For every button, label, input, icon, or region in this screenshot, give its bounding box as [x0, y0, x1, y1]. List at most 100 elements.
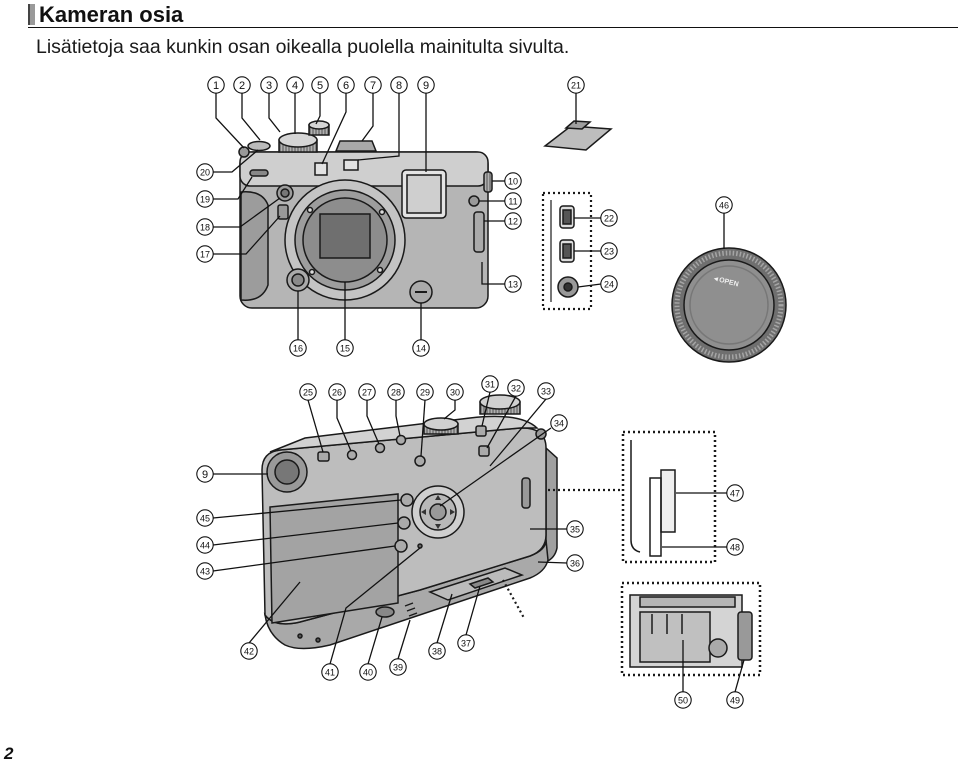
callout-number: 28 — [391, 387, 401, 397]
callout-circle — [446, 383, 464, 401]
callout-33: 33 — [489, 382, 555, 467]
leader-line-43 — [212, 545, 396, 572]
leader-line-44 — [212, 522, 399, 546]
leader-line-37 — [465, 585, 481, 636]
callout-number: 35 — [570, 524, 580, 534]
callout-number: 11 — [508, 196, 517, 206]
callout-number: 2 — [239, 80, 245, 92]
callout-34: 34 — [439, 414, 568, 507]
callout-7: 7 — [361, 76, 382, 142]
callout-19: 19 — [196, 176, 253, 208]
callout-50: 50 — [674, 640, 692, 709]
right-strap-lug — [468, 195, 480, 207]
callout-circle — [311, 76, 329, 94]
usb-connector-inner — [562, 243, 572, 259]
callout-circle — [260, 76, 278, 94]
callout-circle — [286, 76, 304, 94]
callout-number: 9 — [202, 469, 208, 481]
back-right-button-2 — [478, 445, 490, 457]
speaker-hole-3 — [408, 612, 418, 617]
back-right-button-1 — [475, 425, 487, 437]
callout-number: 34 — [554, 418, 564, 428]
page-number: 2 — [4, 744, 14, 763]
callout-27: 27 — [358, 383, 380, 445]
leader-line-40 — [367, 616, 383, 665]
selector-down-mark — [435, 524, 441, 529]
front-sensor-window-b — [343, 159, 359, 171]
mount-screw-4 — [376, 266, 384, 274]
callout-circle — [321, 663, 339, 681]
page-title: Kameran osia — [39, 2, 184, 27]
callout-number: 31 — [485, 379, 495, 389]
leader-line-7 — [361, 93, 374, 142]
battery-latch — [737, 611, 753, 661]
callout-48: 48 — [662, 538, 744, 556]
callout-circle — [337, 76, 355, 94]
callout-number: 37 — [461, 638, 471, 648]
callout-number: 4 — [292, 80, 298, 92]
callout-number: 6 — [343, 80, 349, 92]
leader-line-42 — [248, 581, 301, 644]
memory-card-door-slot — [521, 477, 531, 509]
callout-31: 31 — [481, 375, 499, 427]
leader-line-1 — [215, 93, 245, 149]
callout-circle — [389, 658, 407, 676]
back-top-button-2 — [374, 442, 386, 454]
callout-circle — [550, 414, 568, 432]
callout-circle — [233, 76, 251, 94]
leader-line-39 — [397, 619, 411, 660]
callout-number: 3 — [266, 80, 272, 92]
leader-line-30 — [443, 400, 456, 420]
callout-number: 9 — [423, 80, 429, 92]
leader-line-36 — [537, 561, 568, 564]
callout-9-front: 9 — [417, 76, 435, 172]
callout-number: 20 — [200, 167, 210, 177]
callout-42: 42 — [240, 581, 301, 660]
leader-line-20 — [213, 149, 259, 173]
callout-number: 23 — [604, 246, 614, 256]
camera-top-plate — [239, 151, 489, 187]
leader-line-26 — [336, 400, 352, 452]
body-cap-ring — [689, 265, 769, 345]
leader-line-49 — [734, 659, 745, 693]
callout-40: 40 — [359, 616, 383, 681]
callout-47: 47 — [676, 484, 744, 502]
lens-release-button-center — [291, 273, 305, 287]
callout-circle — [207, 76, 225, 94]
front-command-dial — [483, 171, 493, 193]
callout-38: 38 — [428, 593, 453, 660]
selector-center-button — [429, 503, 447, 521]
mount-screw-2 — [378, 208, 386, 216]
front-sensor-window-a — [314, 162, 328, 176]
bottom-screw-2 — [315, 637, 321, 643]
mount-screw-1 — [306, 206, 314, 214]
back-top-button-4 — [414, 455, 426, 467]
af-assist-lamp — [249, 169, 269, 177]
battery-cover-latch — [468, 577, 495, 589]
callout-18: 18 — [196, 197, 281, 236]
viewfinder-eyepiece-glass — [274, 459, 300, 485]
callout-number: 50 — [678, 695, 688, 705]
callout-number: 30 — [450, 387, 460, 397]
hot-shoe-cover-plate — [543, 125, 613, 151]
callout-15: 15 — [336, 282, 354, 357]
callout-number: 42 — [244, 646, 254, 656]
callout-4: 4 — [286, 76, 304, 134]
callout-circle — [358, 383, 376, 401]
speaker-hole-2 — [406, 607, 416, 612]
callout-39: 39 — [389, 619, 411, 676]
callout-number: 21 — [571, 80, 581, 90]
callout-number: 47 — [730, 488, 740, 498]
header-marker — [28, 4, 35, 25]
callout-circle — [566, 554, 584, 572]
left-strap-lug — [238, 146, 250, 158]
callout-36: 36 — [537, 554, 584, 572]
exposure-compensation-dial — [308, 120, 330, 130]
callout-circle — [674, 691, 692, 709]
leader-line-8 — [357, 93, 400, 161]
camera-front-view — [238, 120, 493, 309]
back-top-button-3 — [395, 434, 407, 446]
callout-32: 32 — [486, 379, 525, 449]
front-button-center — [280, 188, 290, 198]
